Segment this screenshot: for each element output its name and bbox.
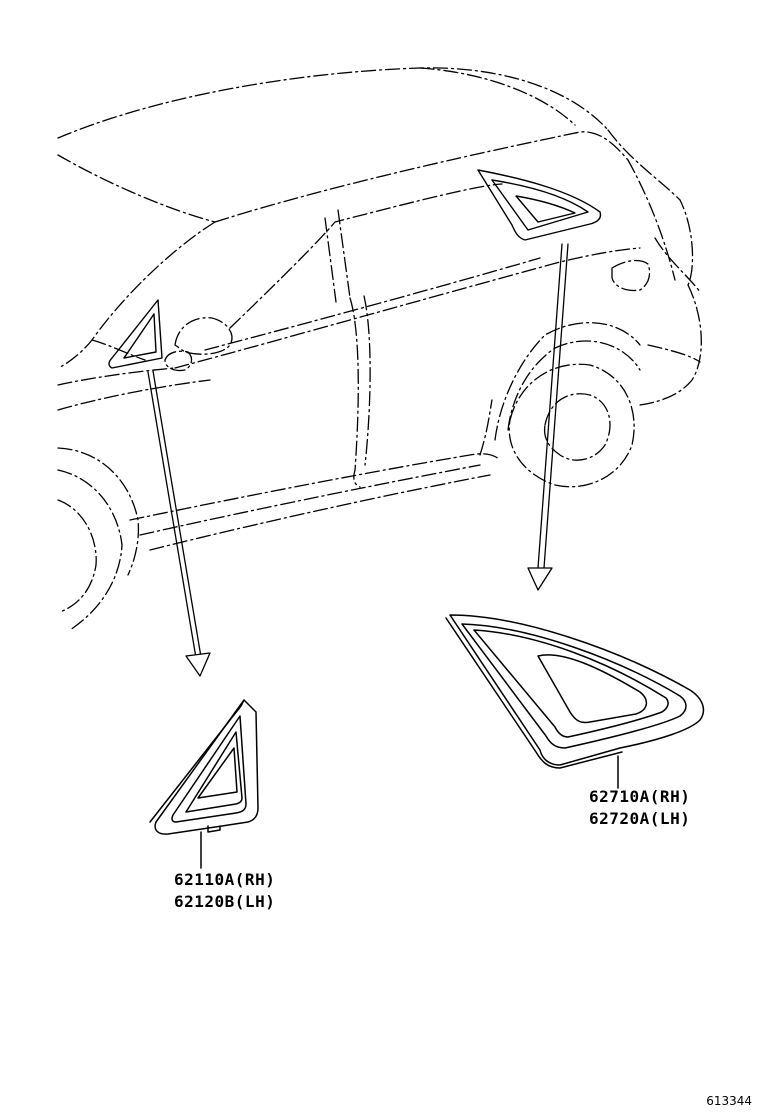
rear-quarter-window-part <box>445 614 705 789</box>
rear-arrow <box>527 243 569 591</box>
rear-quarter-callout: 62710A(RH) 62720A(LH) <box>589 786 690 830</box>
part-number-62720a-lh: 62720A(LH) <box>589 809 691 828</box>
rear-arrow-head <box>527 567 553 591</box>
front-quarter-window-part <box>149 699 259 869</box>
rear-quarter-glass-location <box>477 169 602 241</box>
part-number-62710a-rh: 62710A(RH) <box>589 787 691 806</box>
front-arrow <box>147 370 211 677</box>
front-arrow-head <box>185 652 211 677</box>
figure-number: 613344 <box>706 1094 752 1108</box>
front-quarter-glass-location <box>108 299 163 369</box>
part-number-62120b-lh: 62120B(LH) <box>174 892 276 911</box>
part-number-62110a-rh: 62110A(RH) <box>174 870 276 889</box>
front-quarter-callout: 62110A(RH) 62120B(LH) <box>174 869 275 913</box>
vehicle-outline <box>57 67 702 631</box>
